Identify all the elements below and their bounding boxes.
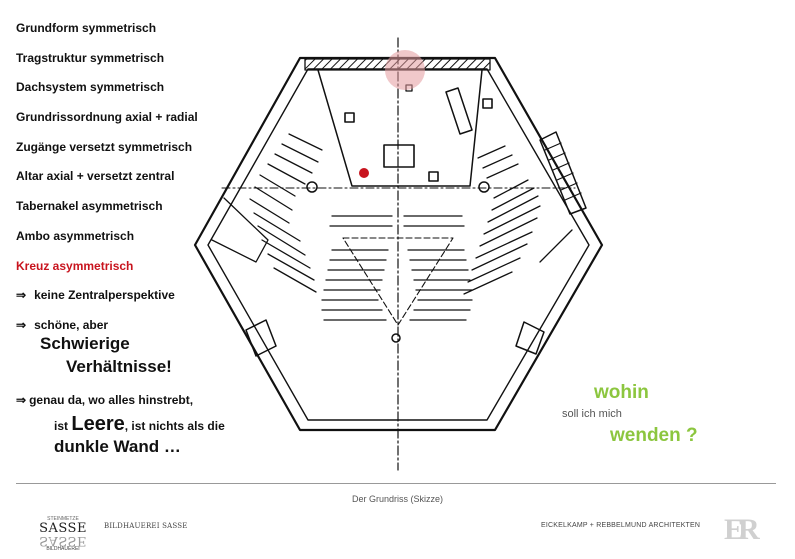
- emptiness-line: ist Leere, ist nichts als die: [54, 413, 225, 435]
- aisle-triangle: [342, 237, 454, 326]
- font: [391, 333, 401, 343]
- list-item-highlight: Kreuz asymmetrisch: [16, 259, 134, 273]
- emphasis-schwierige: Schwierige: [40, 334, 130, 353]
- question-line-3: wenden ?: [610, 425, 698, 446]
- sasse-logo: STEINMETZE SASSE SASSE BILDHAUEREI: [39, 516, 87, 552]
- tabernacle: [428, 171, 439, 182]
- list-item: Grundrissordnung axial + radial: [16, 110, 198, 124]
- pews-center: [321, 215, 473, 321]
- cross-highlight-marker: [385, 50, 425, 90]
- bullet-emptiness: ⇒genau da, wo alles hinstrebt,: [16, 393, 194, 407]
- ambo: [344, 112, 355, 123]
- er-monogram-logo: ER: [724, 513, 760, 546]
- pews-right: [463, 145, 541, 295]
- list-item: Altar axial + versetzt zentral: [16, 169, 175, 183]
- emphasis-verhaeltnisse: Verhältnisse!: [66, 357, 172, 376]
- list-item: Grundform symmetrisch: [16, 21, 157, 35]
- arrow-icon: ⇒: [16, 288, 27, 302]
- altar: [383, 144, 415, 168]
- column: [306, 181, 318, 193]
- list-item: Dachsystem symmetrisch: [16, 80, 165, 94]
- list-item: Tabernakel asymmetrisch: [16, 199, 163, 213]
- list-item: Ambo asymmetrisch: [16, 229, 135, 243]
- pews-left: [249, 133, 323, 293]
- arrow-icon: ⇒: [16, 318, 27, 332]
- list-item: Zugänge versetzt symmetrisch: [16, 140, 193, 154]
- footer-left-text: BILDHAUEREI SASSE: [104, 522, 188, 530]
- question-line-1: wohin: [594, 382, 649, 403]
- emphasis-dark-wall: dunkle Wand …: [54, 437, 181, 456]
- chancel: [317, 69, 483, 187]
- emphasis-leere: Leere: [71, 413, 125, 435]
- list-item: Tragstruktur symmetrisch: [16, 51, 165, 65]
- floor-plan-sketch: [193, 37, 604, 471]
- red-point-marker: [359, 168, 369, 178]
- bullet-no-perspective: ⇒keine Zentralperspektive: [16, 288, 175, 302]
- footer-right-text: EICKELKAMP + REBBELMUND ARCHITEKTEN: [541, 522, 701, 529]
- sacristy-door: [445, 87, 473, 135]
- hexagon-outer: [193, 56, 604, 432]
- stair-right: [539, 131, 587, 215]
- footer-divider: [16, 483, 776, 484]
- bullet-beautiful: ⇒schöne, aber: [16, 318, 109, 332]
- arrow-icon: ⇒: [16, 393, 27, 407]
- figure-caption: Der Grundriss (Skizze): [351, 494, 443, 504]
- question-line-2: soll ich mich: [562, 408, 622, 420]
- entrance-right: [515, 321, 545, 355]
- entrance-left: [245, 319, 277, 357]
- column: [478, 181, 490, 193]
- side-element: [482, 98, 493, 109]
